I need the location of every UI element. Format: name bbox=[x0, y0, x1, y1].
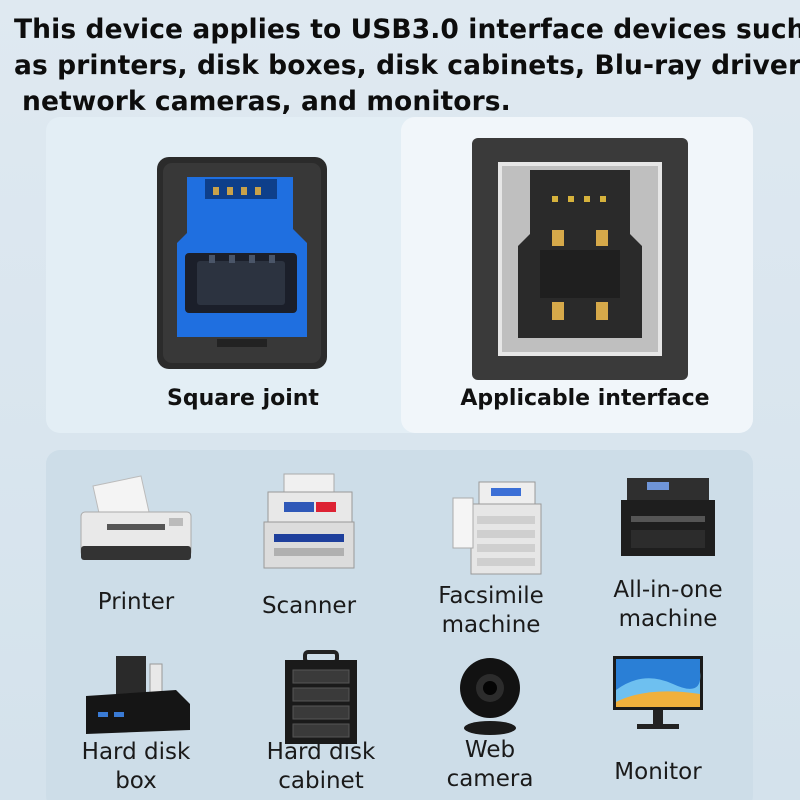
applicable-interface-caption: Applicable interface bbox=[460, 386, 710, 411]
device-hard-disk-box: Hard disk box bbox=[46, 650, 226, 796]
device-label-line-1: Hard disk bbox=[81, 739, 191, 765]
headline: This device applies to USB3.0 interface … bbox=[14, 12, 800, 120]
web-camera-icon bbox=[460, 658, 520, 735]
device-label-line-2: cabinet bbox=[278, 768, 364, 794]
device-label: Monitor bbox=[614, 759, 702, 785]
hard-disk-dock-icon bbox=[86, 656, 190, 734]
device-label-line-2: camera bbox=[446, 766, 534, 792]
headline-line-1: This device applies to USB3.0 interface … bbox=[14, 14, 800, 45]
usb3-b-plug-icon bbox=[157, 157, 327, 369]
device-label-line-2: box bbox=[115, 768, 157, 794]
device-facsimile-machine: Facsimile machine bbox=[401, 468, 581, 640]
headline-line-3: network cameras, and monitors. bbox=[22, 86, 511, 117]
device-scanner: Scanner bbox=[219, 468, 399, 621]
fax-machine-icon bbox=[452, 481, 542, 575]
device-printer: Printer bbox=[46, 468, 226, 617]
hard-disk-cabinet-icon bbox=[285, 650, 357, 744]
device-hard-disk-cabinet: Hard disk cabinet bbox=[231, 650, 411, 796]
device-label-line-1: All-in-one bbox=[613, 577, 723, 603]
device-label: Scanner bbox=[261, 593, 357, 619]
usb3-b-socket-icon bbox=[472, 138, 688, 380]
printer-icon bbox=[80, 475, 192, 560]
monitor-icon bbox=[613, 656, 703, 729]
square-joint-caption: Square joint bbox=[167, 386, 319, 411]
device-label-line-1: Facsimile bbox=[438, 583, 544, 609]
device-all-in-one-machine: All-in-one machine bbox=[578, 468, 758, 634]
headline-line-2: as printers, disk boxes, disk cabinets, … bbox=[14, 50, 800, 81]
scanner-icon bbox=[263, 473, 355, 569]
device-label-line-1: Web bbox=[464, 737, 516, 763]
device-monitor: Monitor bbox=[568, 650, 748, 787]
all-in-one-machine-icon bbox=[621, 478, 715, 556]
device-label-line-1: Hard disk bbox=[266, 739, 376, 765]
device-label-line-2: machine bbox=[618, 606, 718, 632]
device-label: Printer bbox=[97, 589, 175, 615]
device-label-line-2: machine bbox=[441, 612, 541, 638]
device-web-camera: Web camera bbox=[400, 650, 580, 794]
